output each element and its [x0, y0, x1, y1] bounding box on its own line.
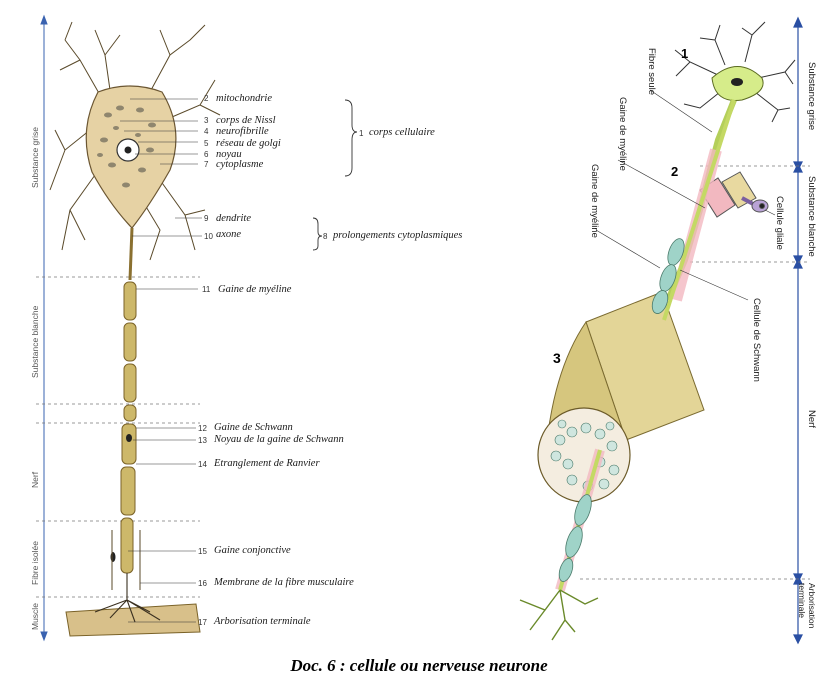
brace-corps-cellulaire	[344, 99, 358, 177]
label-reseau-de-golgi: réseau de golgi	[216, 138, 281, 149]
left-leader-lines	[120, 98, 202, 623]
label-gaine-de-schwann: Gaine de Schwann	[214, 422, 293, 433]
right-region-arborisation-terminale: Arborisation terminale	[797, 583, 817, 629]
left-myelin-segments	[120, 281, 137, 574]
left-muscle-fiber	[65, 603, 201, 637]
left-region-nerf: Nerf	[30, 471, 40, 488]
left-terminal-arborization	[94, 573, 161, 623]
left-organelles	[97, 105, 156, 188]
right-region-axis	[793, 16, 803, 645]
label-gaine-de-myeline: Gaine de myéline	[218, 284, 292, 295]
left-conjunctive-sheath	[111, 530, 141, 590]
right-number-1: 1	[681, 46, 689, 61]
group-corps-cellulaire: corps cellulaire	[369, 127, 435, 138]
left-region-fibre-isolee: Fibre isolée	[30, 541, 40, 585]
label-membrane-fibre-musculaire: Membrane de la fibre musculaire	[214, 577, 354, 588]
label-number-9: 9	[204, 214, 209, 223]
label-number-15: 15	[198, 547, 207, 556]
left-dendrites	[49, 21, 221, 261]
left-region-muscle: Muscle	[30, 603, 40, 630]
right-leader-lines	[595, 89, 776, 301]
label-noyau-gaine-schwann: Noyau de la gaine de Schwann	[214, 434, 344, 445]
label-etranglement-de-ranvier: Etranglement de Ranvier	[214, 458, 320, 469]
label-axone: axone	[216, 229, 242, 240]
label-number-17: 17	[198, 618, 207, 627]
label-number-2: 2	[204, 94, 209, 103]
label-corps-de-nissl: corps de Nissl	[216, 115, 276, 126]
right-region-dividers	[580, 165, 810, 580]
group-prolongements-cytoplasmiques: prolongements cytoplasmiques	[333, 230, 463, 241]
label-number-13: 13	[198, 436, 207, 445]
label-number-7: 7	[204, 160, 209, 169]
right-axon-core	[662, 99, 736, 321]
label-gaine-conjonctive: Gaine conjonctive	[214, 545, 291, 556]
right-label-cellule-gliale: Cellule gliale	[774, 196, 785, 250]
right-region-nerf: Nerf	[806, 410, 817, 428]
left-region-dividers	[36, 276, 200, 598]
brace-prolongements	[312, 217, 323, 251]
label-number-16: 16	[198, 579, 207, 588]
right-label-gaine-de-myeline-1: Gaine de myéline	[617, 97, 628, 171]
right-region-substance-blanche: Substance blanche	[806, 176, 817, 257]
right-terminal-arborization	[519, 589, 599, 641]
left-region-substance-grise: Substance grise	[30, 127, 40, 188]
right-region-substance-grise: Substance grise	[806, 62, 817, 131]
label-number-14: 14	[198, 460, 207, 469]
left-region-substance-blanche: Substance blanche	[30, 305, 40, 378]
label-number-3: 3	[204, 116, 209, 125]
right-number-3: 3	[553, 350, 561, 366]
label-arborisation-terminale: Arborisation terminale	[214, 616, 311, 627]
label-number-4: 4	[204, 127, 209, 136]
right-schwann-cells-lower	[558, 494, 592, 582]
right-number-2: 2	[671, 164, 679, 179]
figure-caption: Doc. 6 : cellule ou nerveuse neurone	[290, 656, 548, 675]
label-cytoplasme: cytoplasme	[216, 159, 264, 170]
label-number-11: 11	[202, 285, 211, 294]
label-number-12: 12	[198, 424, 207, 433]
left-region-axis	[40, 14, 48, 642]
right-label-gaine-de-myeline-2: Gaine de myéline	[589, 164, 600, 238]
label-number-6: 6	[204, 150, 209, 159]
right-label-fibre-seule: Fibre seule	[646, 48, 657, 95]
right-schwann-cells	[651, 238, 685, 314]
right-neuron-dendrites	[674, 21, 796, 123]
left-nucleolus	[124, 146, 132, 154]
right-label-cellule-de-schwann: Cellule de Schwann	[751, 298, 762, 382]
label-dendrite: dendrite	[216, 213, 251, 224]
right-neuron-nucleus	[731, 78, 743, 86]
label-mitochondrie: mitochondrie	[216, 93, 272, 104]
label-number-5: 5	[204, 139, 209, 148]
right-nerve-bundle	[537, 291, 705, 503]
label-neurofibrille: neurofibrille	[216, 126, 269, 137]
left-axon	[128, 227, 134, 281]
group-number-1: 1	[359, 129, 364, 138]
label-noyau: noyau	[216, 149, 242, 160]
label-number-10: 10	[204, 232, 213, 241]
group-number-8: 8	[323, 232, 328, 241]
